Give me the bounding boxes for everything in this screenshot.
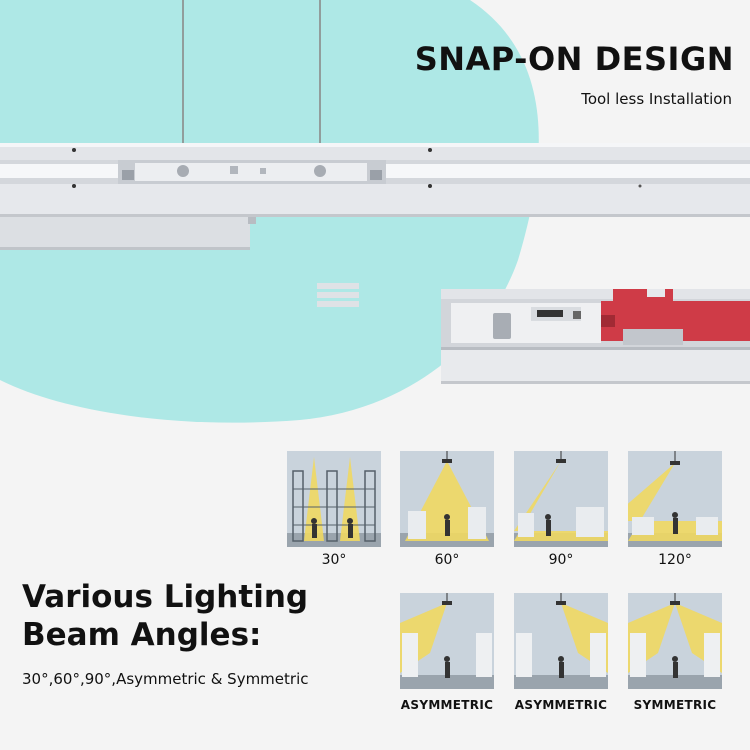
beam-tile-120 — [628, 451, 722, 547]
beam-tile-asymmetric-1 — [400, 593, 494, 689]
beam-label-asymmetric-2: ASYMMETRIC — [514, 698, 608, 712]
beam-label-120: 120° — [658, 552, 692, 568]
beam-section-subtitle: 30°,60°,90°,Asymmetric & Symmetric — [22, 670, 309, 688]
beam-label-90: 90° — [548, 552, 574, 568]
beam-tile-symmetric — [628, 593, 722, 689]
beam-section-title: Various Lighting Beam Angles: — [22, 578, 308, 654]
beam-tile-30 — [287, 451, 381, 547]
beam-tile-90 — [514, 451, 608, 547]
beam-label-symmetric: SYMMETRIC — [633, 698, 717, 712]
page-subtitle: Tool less Installation — [581, 90, 732, 108]
beam-tile-asymmetric-2 — [514, 593, 608, 689]
beam-label-30: 30° — [321, 552, 347, 568]
equals-icon — [317, 283, 359, 307]
beam-section-title-line1: Various Lighting — [22, 579, 309, 615]
linear-light-fixture — [0, 0, 750, 250]
beam-label-asymmetric-1: ASYMMETRIC — [400, 698, 494, 712]
connector-detail-image — [441, 289, 750, 384]
beam-tile-60 — [400, 451, 494, 547]
page-title: SNAP-ON DESIGN — [414, 40, 734, 78]
beam-label-60: 60° — [434, 552, 460, 568]
beam-section-title-line2: Beam Angles: — [22, 617, 262, 653]
